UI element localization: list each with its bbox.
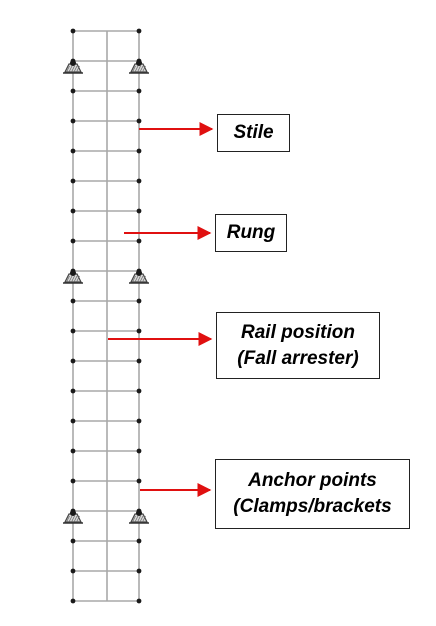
clamp-hatch — [66, 515, 70, 523]
stile-node — [136, 448, 142, 454]
clamp-pin — [136, 60, 142, 66]
clamp-hatch — [132, 275, 136, 283]
stile-node — [136, 148, 142, 154]
stile-node — [70, 28, 76, 34]
clamp-hatch — [71, 65, 75, 73]
stile-node — [70, 358, 76, 364]
clamp-hatch — [142, 275, 146, 283]
clamp-hatch — [139, 65, 144, 73]
anchor-clamp-icon — [129, 510, 149, 524]
clamp-hatch — [134, 65, 139, 73]
anchor-clamp-icon — [63, 510, 83, 524]
clamp-hatch — [142, 515, 146, 523]
stile-node — [70, 118, 76, 124]
anchor-clamp-icon — [63, 60, 83, 74]
anchor-points — [63, 60, 149, 524]
stile-node — [70, 148, 76, 154]
clamp-hatch — [137, 515, 141, 523]
stile-node — [70, 388, 76, 394]
clamp-hatch — [142, 65, 146, 73]
clamp-hatch — [134, 275, 139, 283]
anchor-points-label-line2: (Clamps/brackets — [233, 496, 392, 517]
stile-node — [70, 208, 76, 214]
clamp-hatch — [71, 275, 75, 283]
clamp-hatch — [73, 65, 78, 73]
stile-node — [136, 28, 142, 34]
clamp-hatch — [66, 275, 70, 283]
stile-node — [70, 88, 76, 94]
stile-node — [70, 478, 76, 484]
rung-label-box: Rung — [215, 214, 287, 252]
stile-node — [136, 328, 142, 334]
clamp-hatch — [134, 515, 139, 523]
stile-node — [70, 328, 76, 334]
anchor-clamp-icon — [129, 270, 149, 284]
clamp-hatch — [66, 65, 70, 73]
clamp-pin — [70, 60, 76, 66]
stile-node — [136, 358, 142, 364]
clamp-hatch — [137, 65, 141, 73]
stile-node — [136, 598, 142, 604]
anchor-clamp-icon — [63, 270, 83, 284]
clamp-pin — [136, 270, 142, 276]
stile-node — [70, 298, 76, 304]
stile-label-box: Stile — [217, 114, 290, 152]
clamp-hatch — [76, 65, 80, 73]
rung-label: Rung — [226, 222, 276, 243]
ladder — [70, 28, 142, 604]
anchor-points-label-line1: Anchor points — [248, 470, 377, 491]
clamp-hatch — [132, 515, 136, 523]
stile-node — [70, 538, 76, 544]
label-arrows — [108, 122, 214, 497]
stile-node — [136, 388, 142, 394]
stile-node — [136, 478, 142, 484]
clamp-hatch — [68, 275, 73, 283]
clamp-hatch — [132, 65, 136, 73]
clamp-hatch — [71, 515, 75, 523]
stile-node — [136, 118, 142, 124]
clamp-hatch — [73, 515, 78, 523]
stile-node — [136, 418, 142, 424]
stile-node — [136, 238, 142, 244]
stile-node — [136, 178, 142, 184]
stile-node — [70, 418, 76, 424]
stile-node — [136, 298, 142, 304]
anchor-points-label-box: Anchor points (Clamps/brackets — [215, 459, 410, 529]
clamp-pin — [70, 510, 76, 516]
stile-node — [136, 568, 142, 574]
stile-node — [70, 448, 76, 454]
rail-position-label-line2: (Fall arrester) — [237, 347, 359, 369]
stile-node — [136, 538, 142, 544]
clamp-hatch — [139, 515, 144, 523]
clamp-hatch — [139, 275, 144, 283]
stile-label: Stile — [233, 122, 274, 143]
clamp-hatch — [68, 515, 73, 523]
clamp-hatch — [73, 275, 78, 283]
clamp-hatch — [68, 65, 73, 73]
stile-node — [136, 88, 142, 94]
clamp-pin — [136, 510, 142, 516]
clamp-pin — [70, 270, 76, 276]
stile-node — [70, 238, 76, 244]
rail-position-label-box: Rail position (Fall arrester) — [216, 312, 380, 379]
stile-node — [70, 568, 76, 574]
clamp-hatch — [76, 275, 80, 283]
stile-node — [70, 178, 76, 184]
rail-position-label-line1: Rail position — [241, 321, 355, 343]
stile-node — [70, 598, 76, 604]
clamp-hatch — [76, 515, 80, 523]
stile-node — [136, 208, 142, 214]
anchor-clamp-icon — [129, 60, 149, 74]
clamp-hatch — [137, 275, 141, 283]
